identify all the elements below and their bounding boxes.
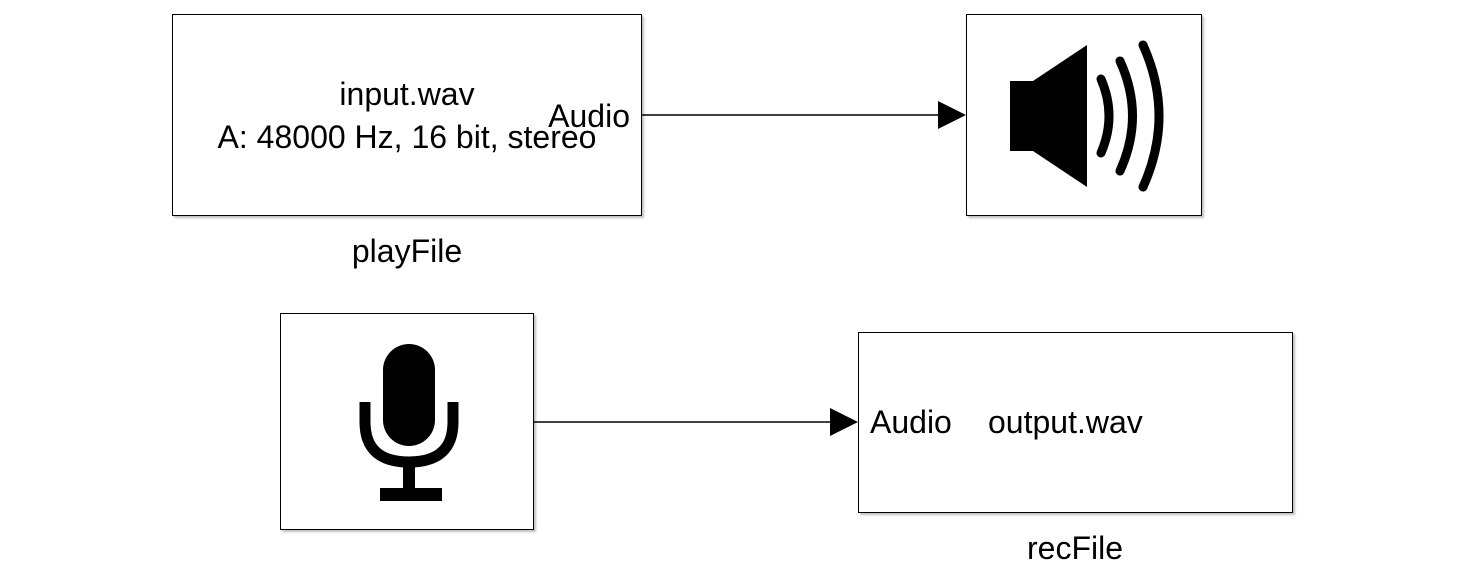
speaker-icon bbox=[1010, 40, 1164, 192]
speaker-block[interactable] bbox=[966, 14, 1202, 216]
playfile-filename: input.wav bbox=[339, 76, 475, 112]
arrowhead-icon bbox=[938, 101, 966, 129]
microphone-block[interactable] bbox=[280, 313, 534, 530]
recfile-block[interactable] bbox=[858, 332, 1293, 513]
playfile-block-name: playFile bbox=[351, 233, 463, 269]
microphone-icon bbox=[359, 344, 459, 501]
recfile-block-name: recFile bbox=[1026, 530, 1124, 566]
microphone-to-recfile-line[interactable] bbox=[534, 408, 858, 436]
recfile-filename: output.wav bbox=[988, 404, 1143, 440]
playfile-to-speaker-line[interactable] bbox=[642, 101, 966, 129]
playfile-format: A: 48000 Hz, 16 bit, stereo bbox=[217, 119, 597, 155]
recfile-input-port-label: Audio bbox=[870, 404, 952, 440]
playfile-block[interactable] bbox=[172, 14, 642, 216]
playfile-output-port-label: Audio bbox=[548, 98, 630, 134]
arrowhead-icon bbox=[830, 408, 858, 436]
